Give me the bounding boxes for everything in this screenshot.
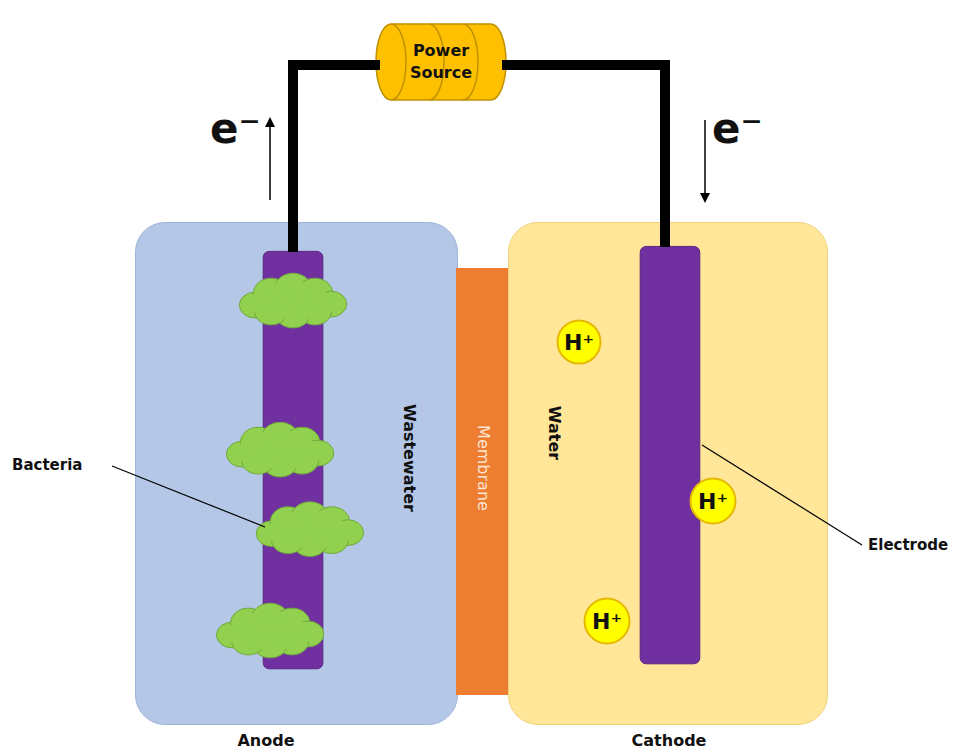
hydrogen-ion: H⁺ <box>689 477 737 525</box>
anode-chamber: WastewaterAnode <box>135 222 458 725</box>
wire <box>660 222 670 250</box>
bacterium <box>226 422 333 477</box>
wire <box>293 65 380 252</box>
membrane: Membrane <box>456 268 510 695</box>
bacterium <box>239 273 346 328</box>
battery-segment <box>429 24 444 100</box>
leader-line <box>702 445 862 545</box>
electron-label: e⁻ <box>210 108 261 150</box>
node-text: Water <box>545 406 564 460</box>
node-text: H⁺ <box>698 489 728 514</box>
wire <box>288 222 298 254</box>
battery-body <box>376 24 506 100</box>
cathode-electrode-art <box>509 223 827 724</box>
node-text: Power Source <box>399 40 483 83</box>
part-label: Electrode <box>868 538 948 553</box>
battery-segment <box>463 24 478 100</box>
part-label: Bacteria <box>12 458 82 473</box>
node-text: H⁺ <box>564 330 594 355</box>
wire <box>502 65 665 247</box>
battery-symbol <box>375 22 507 102</box>
node-text: Cathode <box>632 731 707 750</box>
node-text: Membrane <box>474 425 493 511</box>
leader-line <box>112 466 265 527</box>
node-text: H⁺ <box>592 609 622 634</box>
cathode-chamber: WaterCathodeH⁺H⁺H⁺ <box>508 222 828 725</box>
electron-label: e⁻ <box>712 108 763 150</box>
hydrogen-ion: H⁺ <box>583 597 631 645</box>
electron-arrow <box>269 122 271 200</box>
battery-segment <box>391 24 406 100</box>
hydrogen-ion: H⁺ <box>556 319 602 365</box>
power-source: Power Source <box>375 22 507 102</box>
node-text: Wastewater <box>400 404 419 512</box>
electron-arrow <box>704 120 706 198</box>
bacterium <box>216 603 323 658</box>
bacterium <box>256 502 363 557</box>
node-text: Anode <box>237 731 294 750</box>
electrode <box>640 246 700 663</box>
